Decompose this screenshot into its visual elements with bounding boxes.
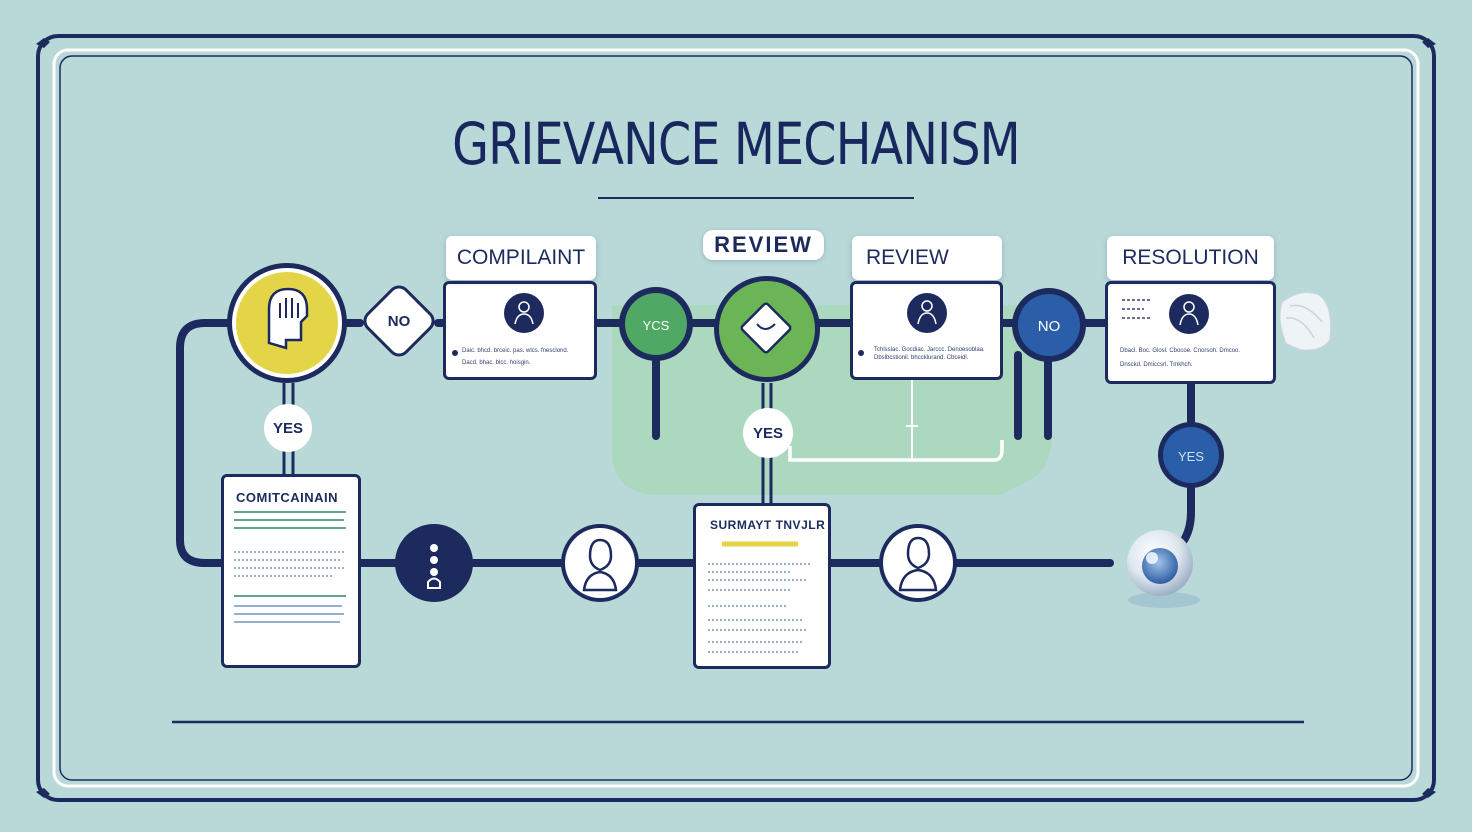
- mediator-icon: [898, 536, 938, 592]
- no-decision-diamond: [363, 285, 435, 357]
- mediator-node: [879, 524, 957, 602]
- resolution-card-text-2: Dnsckd. Dmiccsrl. Tmkhch.: [1120, 362, 1193, 368]
- submit-document-lines: [708, 541, 810, 653]
- review-feedback-connector: [788, 440, 1004, 462]
- complaint-header: COMPILAINT: [446, 236, 596, 280]
- review-card-text-1: Tchlsslac. Gocdiac. Jarccc. Denoesoblaa.: [874, 347, 985, 353]
- review-decision-node: [714, 276, 820, 382]
- decorative-frame: [36, 34, 1436, 802]
- blue-no-node: [1012, 288, 1086, 362]
- resolution-header: RESOLUTION: [1107, 236, 1274, 280]
- page-title: GRIEVANCE MECHANISM: [452, 110, 1021, 178]
- yes-green-label: YCS: [642, 317, 670, 333]
- complaint-user-icon: [504, 293, 544, 333]
- start-person-node: [227, 263, 347, 383]
- complaint-document-title: COMITCAINAIN: [236, 490, 339, 505]
- officer-node: [561, 524, 639, 602]
- officer-icon: [582, 538, 618, 592]
- yes-right-label: YES: [1177, 448, 1204, 464]
- submit-document: [693, 503, 831, 669]
- yes-left-node: [264, 404, 312, 452]
- person-head-icon: [267, 287, 309, 350]
- review-user-icon: [907, 293, 947, 333]
- complaint-bullet-icon: [452, 350, 458, 356]
- alert-node: [395, 524, 473, 602]
- review-header: REVIEW: [852, 236, 1002, 280]
- yes-left-label: YES: [272, 419, 303, 437]
- complaint-document-lines: [234, 511, 346, 623]
- no-left-label: NO: [387, 312, 411, 330]
- review-card-text-2: Dbslbcstionil. bhccklurand. Cbceidl.: [874, 355, 969, 361]
- resolution-card-lines: [1122, 299, 1150, 319]
- yes-mid-label: YES: [752, 424, 783, 442]
- scroll-icon: [1279, 291, 1332, 352]
- complaint-card-text-2: Dacd. bhac. blcc. hoisgin.: [462, 360, 531, 366]
- complaint-document: [221, 474, 361, 668]
- complaint-card-text-1: Daic. bhcd. brceic. pas. wlcs. fnesclond…: [462, 348, 569, 354]
- resolution-user-icon: [1169, 294, 1209, 334]
- end-sphere-node: [1127, 530, 1200, 608]
- green-yes-node: [619, 287, 693, 361]
- lock-icon: [427, 577, 441, 589]
- review-pill-label: REVIEW: [703, 230, 824, 260]
- connector-stems: [282, 383, 773, 504]
- review-bullet-icon: [858, 350, 864, 356]
- submit-document-title: SURMAYT TNVJLR: [710, 518, 826, 532]
- yes-mid-node: [743, 408, 793, 458]
- no-blue-label: NO: [1037, 317, 1061, 335]
- blue-yes-node: [1158, 422, 1224, 488]
- resolution-card-text-1: Dbacl. Boc. Glosl. Cbocoe. Cnorsoh. Dmco…: [1120, 348, 1241, 354]
